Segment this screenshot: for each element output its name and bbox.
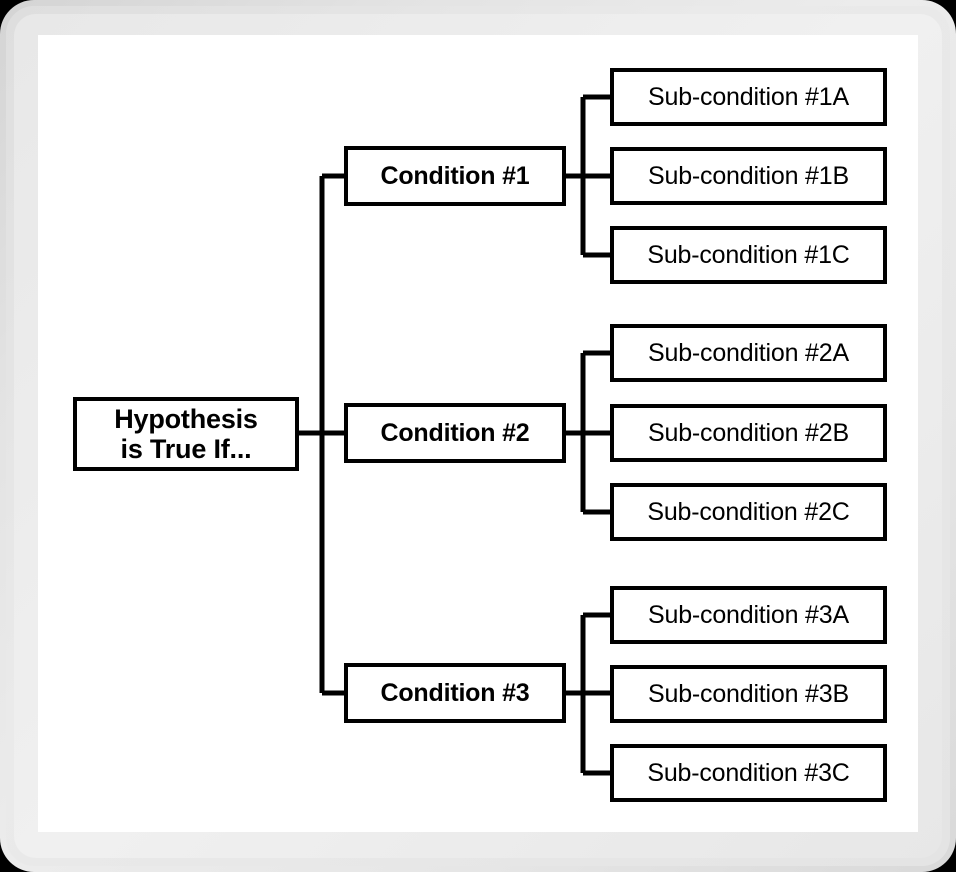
- node-sub-condition-2b[interactable]: Sub-condition #2B: [610, 404, 887, 462]
- node-sub-condition-1a-label: Sub-condition #1A: [648, 83, 849, 111]
- node-sub-condition-2a[interactable]: Sub-condition #2A: [610, 324, 887, 382]
- node-hypothesis-label: Hypothesis is True If...: [114, 403, 258, 464]
- hypothesis-tree-diagram: Hypothesis is True If... Condition #1 Co…: [38, 35, 918, 832]
- node-sub-condition-3c[interactable]: Sub-condition #3C: [610, 744, 887, 802]
- diagram-canvas: Hypothesis is True If... Condition #1 Co…: [38, 35, 918, 832]
- connector-lines: [297, 94, 610, 776]
- node-sub-condition-2a-label: Sub-condition #2A: [648, 339, 849, 367]
- node-hypothesis[interactable]: Hypothesis is True If...: [73, 397, 299, 471]
- node-sub-condition-1b[interactable]: Sub-condition #1B: [610, 147, 887, 205]
- node-sub-condition-3c-label: Sub-condition #3C: [647, 759, 850, 787]
- node-condition-2[interactable]: Condition #2: [344, 403, 566, 463]
- node-condition-1[interactable]: Condition #1: [344, 146, 566, 206]
- node-sub-condition-3b[interactable]: Sub-condition #3B: [610, 665, 887, 723]
- node-condition-2-label: Condition #2: [380, 419, 530, 447]
- node-sub-condition-3a[interactable]: Sub-condition #3A: [610, 586, 887, 644]
- node-condition-1-label: Condition #1: [380, 162, 530, 190]
- node-sub-condition-2b-label: Sub-condition #2B: [648, 419, 849, 447]
- node-sub-condition-2c[interactable]: Sub-condition #2C: [610, 483, 887, 541]
- node-sub-condition-3a-label: Sub-condition #3A: [648, 601, 849, 629]
- node-sub-condition-1c[interactable]: Sub-condition #1C: [610, 226, 887, 284]
- node-sub-condition-2c-label: Sub-condition #2C: [647, 498, 850, 526]
- node-sub-condition-1a[interactable]: Sub-condition #1A: [610, 68, 887, 126]
- node-sub-condition-1c-label: Sub-condition #1C: [647, 241, 850, 269]
- node-condition-3-label: Condition #3: [380, 679, 530, 707]
- node-sub-condition-3b-label: Sub-condition #3B: [648, 680, 849, 708]
- node-condition-3[interactable]: Condition #3: [344, 663, 566, 723]
- node-sub-condition-1b-label: Sub-condition #1B: [648, 162, 849, 190]
